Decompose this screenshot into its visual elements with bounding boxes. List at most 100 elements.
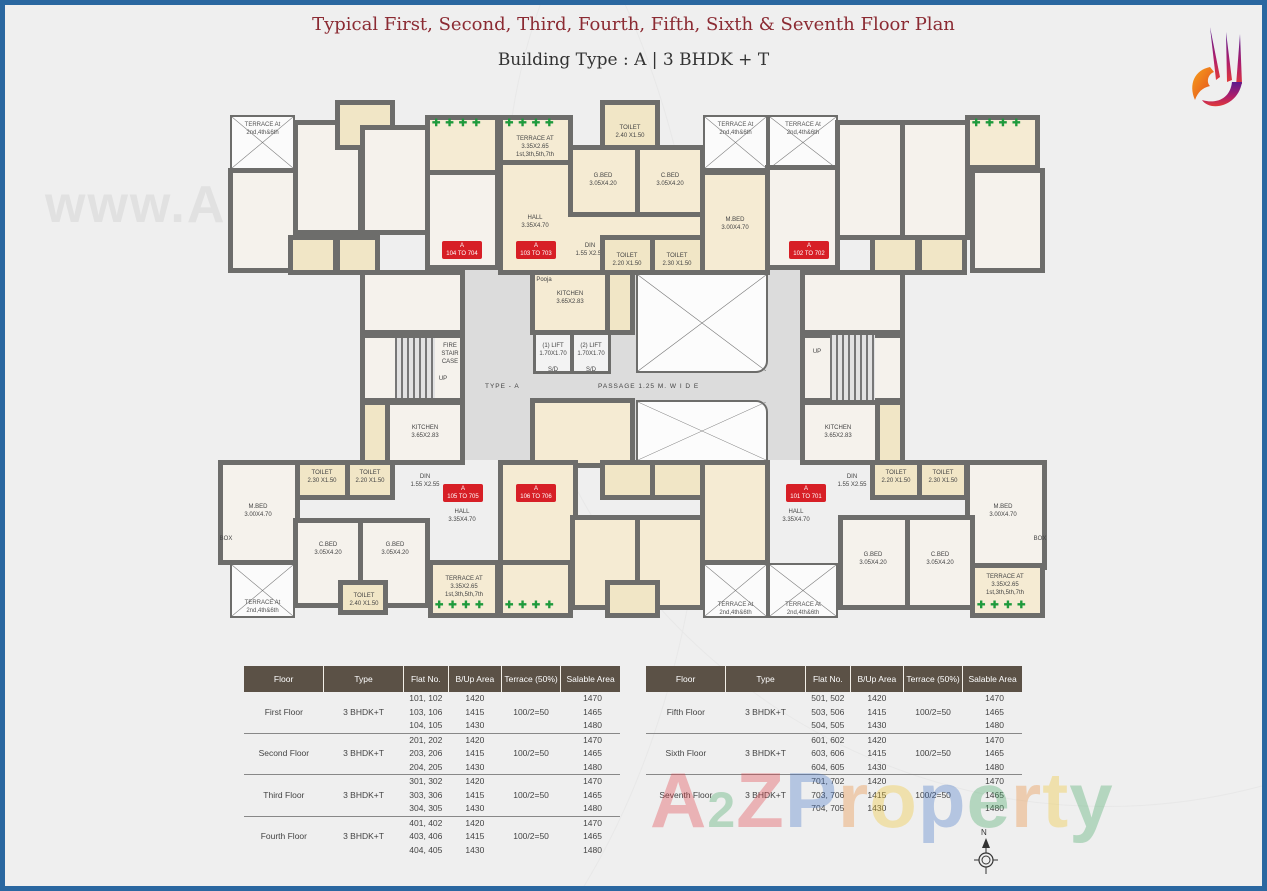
- type-cell: 3 BHDK+T: [745, 789, 786, 800]
- bup-area-cell: 1415: [465, 748, 485, 758]
- flat-no-cell: 204, 205: [403, 760, 449, 775]
- room-label: TERRACE At 2nd,4th&6th: [717, 602, 754, 616]
- flat-no-cell: 304, 305: [403, 802, 449, 817]
- room-label: G.BED 3.05X4.20: [589, 173, 617, 187]
- flat-no-cell: 603, 606: [811, 748, 845, 758]
- room-label: TERRACE AT 3.35X2.65 1st,3th,5th,7th: [515, 136, 555, 158]
- flat-no-cell: 704, 705: [811, 803, 845, 813]
- flat-no-cell: 403, 406: [409, 831, 443, 841]
- room-label: Pooja: [536, 277, 552, 283]
- bup-area-cell: 1420: [465, 817, 485, 828]
- type-cell: 3 BHDK+T: [343, 831, 384, 841]
- col-header-floor: Floor: [244, 666, 325, 692]
- room-label: KITCHEN 3.65X2.83: [556, 291, 584, 305]
- room-label: TERRACE AT 3.35X2.65 1st,3th,5th,7th: [444, 576, 484, 598]
- room-wash-area: [360, 400, 390, 465]
- floor-cell: Third Floor: [244, 774, 324, 817]
- stairs: [830, 335, 875, 400]
- room-label: BOX: [219, 536, 233, 542]
- room-label: TOILET 2.40 X1.50: [349, 593, 379, 607]
- flat-no-cell: 301, 302: [409, 776, 443, 786]
- room-label: HALL 3.35X4.70: [521, 215, 549, 229]
- bup-area-cell: 1420: [465, 693, 485, 703]
- room-label: TOILET 2.30 X1.50: [662, 253, 692, 267]
- type-cell: 3 BHDK+T: [725, 692, 806, 734]
- room-label: HALL 3.35X4.70: [448, 509, 476, 523]
- room-kitchen: [360, 270, 465, 335]
- compass-label: N: [981, 828, 987, 837]
- room-label: FIRE STAIR CASE: [441, 343, 459, 365]
- room-terrace: [498, 560, 573, 618]
- room-bedroom: [835, 120, 905, 240]
- salable-area-cell: 1465: [583, 748, 602, 758]
- salable-area-cell: 1480: [985, 803, 1004, 813]
- room-kitchen: [530, 398, 635, 468]
- type-label: TYPE - A: [485, 383, 520, 390]
- col-header-terrace: Terrace (50%): [903, 666, 964, 692]
- room-toilet: [650, 235, 705, 275]
- room-label: TERRACE AT 3.35X2.65 1st,3th,5th,7th: [985, 574, 1025, 596]
- bup-area-cell: 1430: [448, 760, 502, 775]
- terrace-2nd-4th-6th: TERRACE At 2nd,4th&6th: [768, 563, 838, 618]
- room-toilet: [288, 235, 338, 275]
- bup-area-cell: 1415: [465, 831, 485, 841]
- salable-area-cell: 1470: [583, 817, 602, 828]
- bup-area-cell: 1430: [448, 802, 502, 817]
- bup-area-cell: 1420: [465, 734, 485, 745]
- col-header-salable-area: Salable Area: [560, 666, 620, 692]
- room-label: TOILET 2.30 X1.50: [928, 470, 958, 484]
- room-toilet: [870, 460, 922, 500]
- bup-area-cell: 1430: [867, 803, 887, 813]
- floor-cell: Second Floor: [244, 733, 324, 775]
- salable-area-cell: 1465: [985, 706, 1004, 717]
- col-header-salable-area: Salable Area: [962, 666, 1022, 692]
- salable-area-cell: 1465: [985, 789, 1004, 800]
- room-cbed: [905, 515, 975, 610]
- bup-area-cell: 1430: [850, 760, 904, 775]
- plant-icons: ✚✚✚✚: [435, 600, 489, 611]
- room-terrace: [970, 563, 1045, 618]
- salable-area-cell: 1480: [560, 802, 620, 817]
- room-kitchen: [800, 400, 880, 465]
- flat-no-cell: 503, 506: [811, 706, 845, 717]
- bup-area-cell: 1415: [465, 706, 485, 717]
- bup-area-cell: 1415: [867, 789, 887, 800]
- flat-no-cell: 703, 706: [811, 789, 845, 800]
- salable-area-cell: 1480: [962, 719, 1022, 734]
- col-header-bup-area: B/Up Area: [448, 666, 502, 692]
- salable-area-cell: 1480: [560, 760, 620, 775]
- flat-no-cell: 104, 105: [403, 719, 449, 734]
- floor-cell: Sixth Floor: [646, 733, 726, 775]
- room-mbed: [218, 460, 300, 565]
- room-label: G.BED 3.05X4.20: [381, 542, 409, 556]
- terrace-cell: 100/2=50: [903, 692, 963, 734]
- room-label: DIN 1.55 X2.55: [837, 474, 867, 488]
- floor-cell: Fifth Floor: [646, 692, 726, 734]
- room-toilet: [335, 235, 380, 275]
- type-cell: 3 BHDK+T: [725, 733, 806, 775]
- flat-no-cell: 201, 202: [409, 734, 443, 745]
- plant-icons: ✚✚✚✚: [972, 118, 1026, 129]
- page-subtitle: Building Type : A | 3 BHDK + T: [497, 50, 770, 70]
- bup-area-cell: 1420: [867, 776, 887, 786]
- room-toilet: [917, 235, 967, 275]
- room-toilet: [338, 580, 388, 615]
- bup-area-cell: 1415: [867, 748, 887, 758]
- floor-cell: First Floor: [244, 692, 324, 734]
- col-header-terrace: Terrace (50%): [501, 666, 562, 692]
- room-label: TERRACE At 2nd,4th&6th: [717, 122, 754, 136]
- table-row: 704, 705 1430 1480: [646, 802, 1022, 816]
- room-label: BOX: [1033, 536, 1047, 542]
- room-toilet: [345, 460, 395, 500]
- col-header-bup-area: B/Up Area: [850, 666, 904, 692]
